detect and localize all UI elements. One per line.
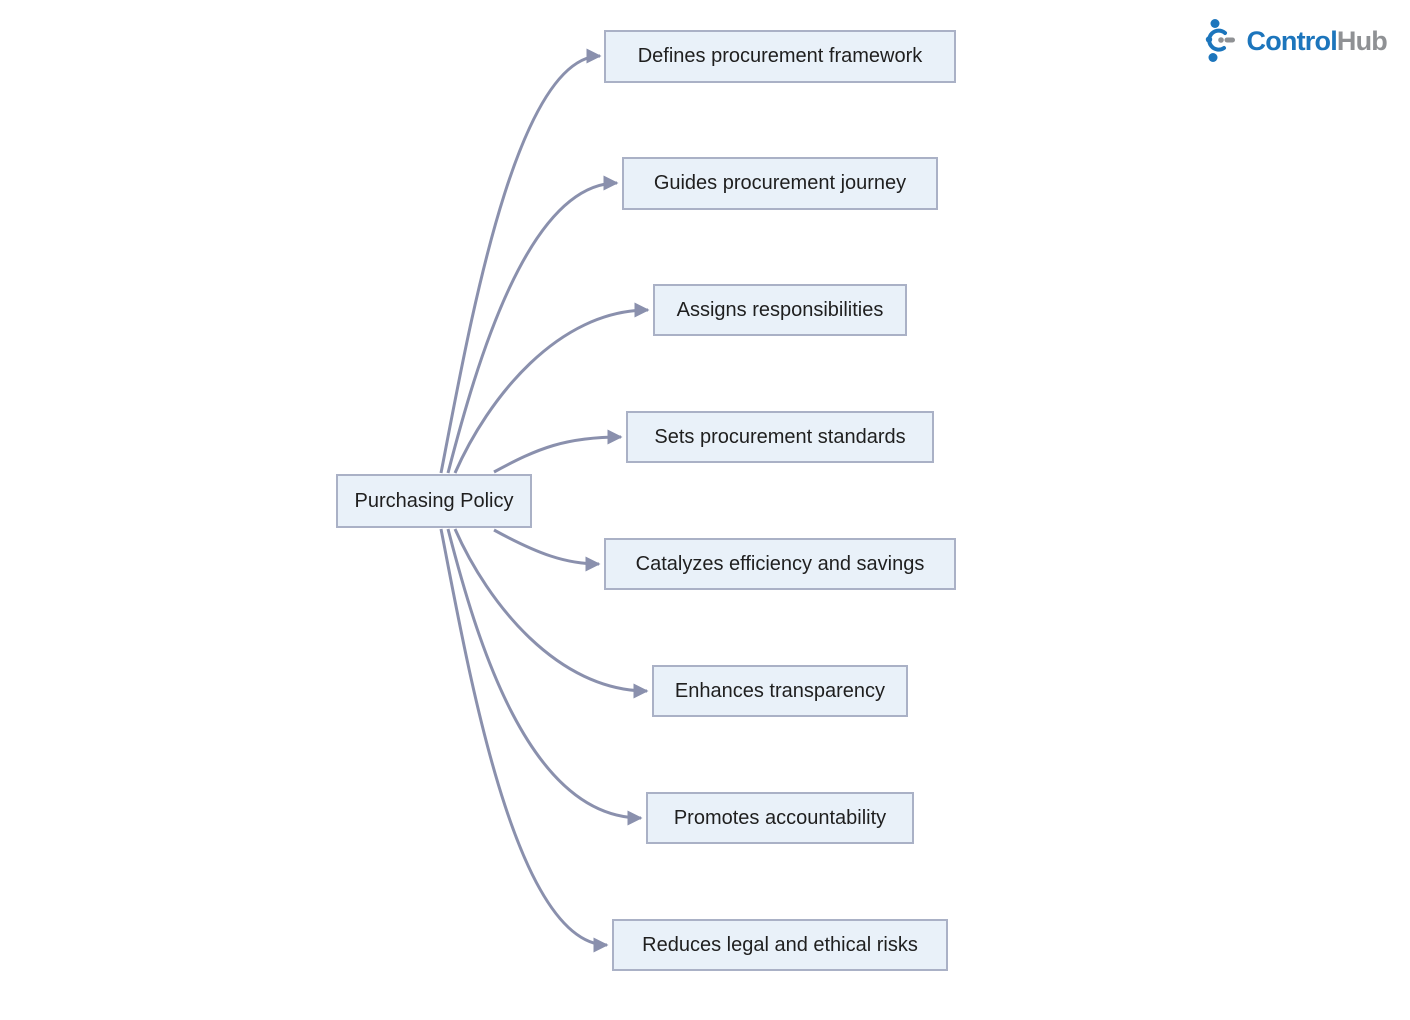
node-catalyzes-efficiency-and-savings: Catalyzes efficiency and savings bbox=[604, 538, 956, 590]
node-assigns-responsibilities: Assigns responsibilities bbox=[653, 284, 907, 336]
node-defines-procurement-framework: Defines procurement framework bbox=[604, 30, 956, 83]
hub-network-icon bbox=[1205, 19, 1239, 63]
edge-root-to-guides-journey bbox=[446, 175, 619, 474]
logo-wordmark: ControlHub bbox=[1246, 25, 1388, 56]
edge-root-to-reduces-risks bbox=[439, 528, 609, 953]
edge-root-to-promotes-accountability bbox=[446, 528, 643, 826]
edge-root-to-assigns-responsibilities bbox=[453, 302, 650, 474]
node-purchasing-policy: Purchasing Policy bbox=[336, 474, 532, 528]
node-sets-procurement-standards: Sets procurement standards bbox=[626, 411, 934, 463]
node-guides-procurement-journey: Guides procurement journey bbox=[622, 157, 938, 210]
edge-root-to-enhances-transparency bbox=[453, 528, 649, 699]
node-enhances-transparency: Enhances transparency bbox=[652, 665, 908, 717]
edge-root-to-catalyzes-efficiency bbox=[493, 528, 601, 572]
node-reduces-legal-and-ethical-risks: Reduces legal and ethical risks bbox=[612, 919, 948, 971]
controlhub-logo: ControlHub bbox=[1205, 19, 1388, 63]
logo-wordmark-primary: Control bbox=[1246, 25, 1338, 56]
edge-root-to-sets-standards bbox=[493, 429, 623, 474]
edge-root-to-defines-framework bbox=[439, 48, 602, 474]
node-promotes-accountability: Promotes accountability bbox=[646, 792, 914, 844]
logo-wordmark-secondary: Hub bbox=[1336, 25, 1388, 56]
